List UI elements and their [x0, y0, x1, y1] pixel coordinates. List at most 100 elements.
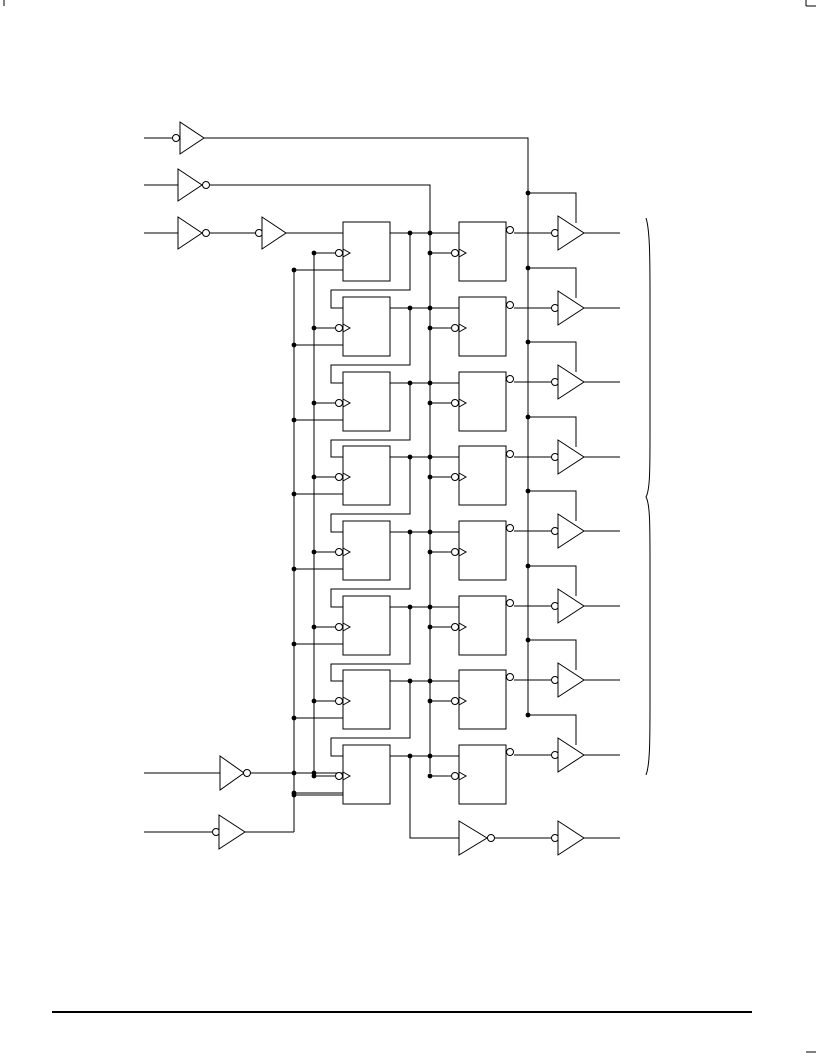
storage-register-8: [458, 744, 507, 805]
junction-dot: [407, 678, 413, 684]
junction-dot: [407, 305, 413, 311]
chain-wire: [330, 233, 411, 309]
storage-clock-marker: [458, 771, 468, 781]
output-buffer-bubble: [551, 676, 559, 684]
junction-dot: [427, 230, 433, 236]
junction-dot: [427, 474, 433, 480]
output-enable-wire: [528, 565, 577, 596]
serial-out-wire: [409, 755, 459, 839]
clock-bubble: [335, 772, 343, 780]
clock-input-marker: [342, 248, 352, 258]
chain-wire: [330, 681, 411, 757]
junction-dot: [311, 400, 317, 406]
junction-dot: [525, 190, 531, 196]
output-buffer-7: [557, 662, 585, 698]
junction-dot: [427, 380, 433, 386]
storage-output-bubble: [506, 673, 514, 681]
junction-dot: [407, 604, 413, 610]
storage-clock-marker: [458, 248, 468, 258]
inverter-bubble-4: [243, 769, 251, 777]
output-buffer-bubble: [551, 304, 559, 312]
junction-dot: [525, 414, 531, 420]
output-buffer-6: [557, 588, 585, 624]
junction-dot: [291, 641, 297, 647]
chain-wire: [330, 607, 411, 682]
storage-clock-marker: [458, 472, 468, 482]
storage-clock-marker: [458, 622, 468, 632]
output-enable-bus: [204, 137, 529, 193]
junction-dot: [291, 267, 297, 273]
junction-dot: [407, 529, 413, 535]
storage-output-bubble: [506, 226, 514, 234]
serial-out-buffer: [557, 820, 585, 856]
crop-marks: [3, 0, 816, 1053]
storage-output-bubble: [506, 748, 514, 756]
storage-register-5: [458, 520, 507, 581]
storage-clock-bubble: [451, 697, 459, 705]
output-buffer-8: [557, 737, 585, 773]
clock-bubble: [335, 473, 343, 481]
storage-clock-bubble: [451, 473, 459, 481]
output-buffer-5: [557, 513, 585, 549]
junction-dot: [427, 753, 433, 759]
junction-dot: [525, 563, 531, 569]
storage-output-bubble: [506, 450, 514, 458]
clock-bubble: [335, 697, 343, 705]
junction-dot: [311, 474, 317, 480]
storage-register-3: [458, 371, 507, 432]
shift-register-stage-7: [342, 669, 391, 730]
junction-dot: [427, 454, 433, 460]
output-buffer-4: [557, 439, 585, 475]
junction-dot: [291, 491, 297, 497]
clock-input-marker: [342, 771, 352, 781]
serial-out-bubble: [487, 834, 495, 842]
output-enable-wire: [528, 714, 577, 745]
junction-dot: [407, 454, 413, 460]
junction-dot: [291, 417, 297, 423]
inverter-3: [177, 216, 203, 250]
junction-dot: [427, 624, 433, 630]
buffer-3: [261, 216, 287, 250]
clock-bubble: [335, 399, 343, 407]
junction-dot: [427, 698, 433, 704]
clock-bubble: [335, 249, 343, 257]
storage-output-bubble: [506, 375, 514, 383]
storage-register-6: [458, 595, 507, 656]
chain-wire: [330, 532, 411, 608]
clock-input-marker: [342, 622, 352, 632]
components: [172, 121, 651, 856]
chain-wire: [330, 308, 411, 384]
output-enable-wire: [528, 192, 577, 223]
output-buffer-bubble: [551, 527, 559, 535]
output-buffer-bubble: [551, 453, 559, 461]
output-enable-wire: [528, 639, 577, 670]
inverter-bubble-3: [202, 229, 210, 237]
inverter-bubble-2: [202, 181, 210, 189]
junction-dot: [311, 549, 317, 555]
storage-clock-bubble: [451, 623, 459, 631]
chain-wire: [330, 383, 411, 458]
junction-dot: [427, 549, 433, 555]
junction-dot: [427, 250, 433, 256]
output-buffer-3: [557, 364, 585, 400]
junction-dot: [427, 400, 433, 406]
junction-dot: [407, 753, 413, 759]
junction-dot: [291, 792, 297, 798]
junction-dot: [525, 637, 531, 643]
clock-input-marker: [342, 472, 352, 482]
junction-dot: [427, 773, 433, 779]
clock-bubble: [335, 548, 343, 556]
clock-input-marker: [342, 696, 352, 706]
shift-register-stage-1: [342, 221, 391, 282]
input-bubble-1: [172, 134, 180, 142]
storage-output-bubble: [506, 524, 514, 532]
serial-out-inverter: [458, 820, 488, 856]
output-enable-wire: [528, 267, 577, 298]
storage-clock-marker: [458, 398, 468, 408]
storage-register-1: [458, 221, 507, 282]
junction-dot: [291, 342, 297, 348]
shift-register-stage-8: [342, 744, 391, 805]
junction-dot: [311, 624, 317, 630]
storage-output-bubble: [506, 301, 514, 309]
storage-clock-marker: [458, 547, 468, 557]
